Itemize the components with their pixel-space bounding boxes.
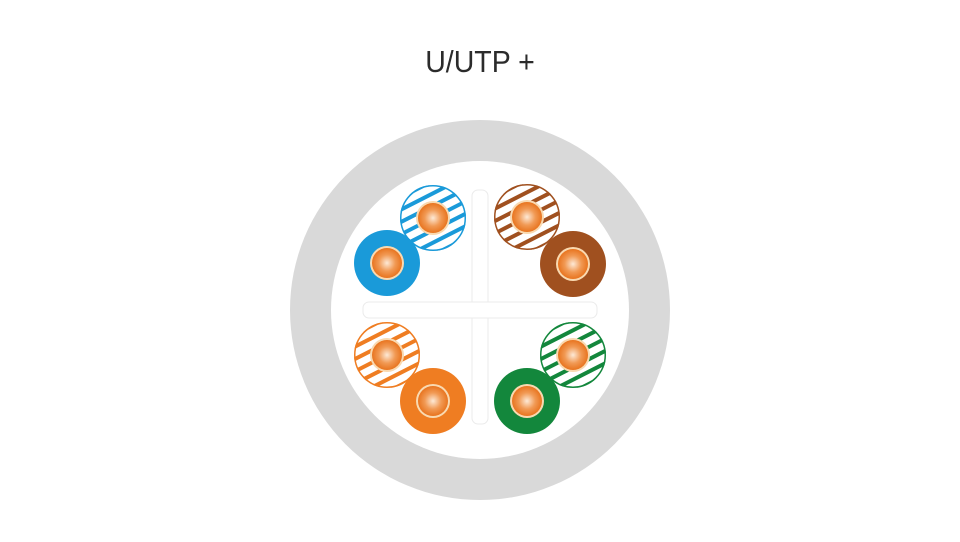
wire-outline [494,184,560,250]
copper-conductor [372,248,402,278]
wire-brown [540,231,606,297]
wire-orange [400,368,466,434]
stripe [400,208,466,251]
wire-outline [400,185,466,251]
stripe [540,345,606,388]
copper-conductor [512,386,542,416]
wire-green [494,368,560,434]
separator-center [473,303,487,317]
stripe [354,345,420,388]
stripe [494,207,560,250]
cross-separator [362,189,598,425]
wire-pair-brown [494,184,606,297]
wire-outline [354,322,420,388]
stripe [540,322,606,365]
wire-orange-white [354,322,420,388]
wire-pair-orange [354,322,466,434]
wire-outline [540,322,606,388]
wire-blue [354,230,420,296]
copper-conductor [558,340,588,370]
copper-conductor [372,340,402,370]
copper-conductor [558,249,588,279]
copper-conductor [418,203,448,233]
wire-brown-white [494,184,560,250]
diagram-title: U/UTP + [425,44,535,79]
stripe [400,185,466,228]
copper-conductor [512,202,542,232]
stripe [354,322,420,365]
copper-conductor [418,386,448,416]
wire-pair-blue [354,185,466,296]
stripe [494,184,560,227]
